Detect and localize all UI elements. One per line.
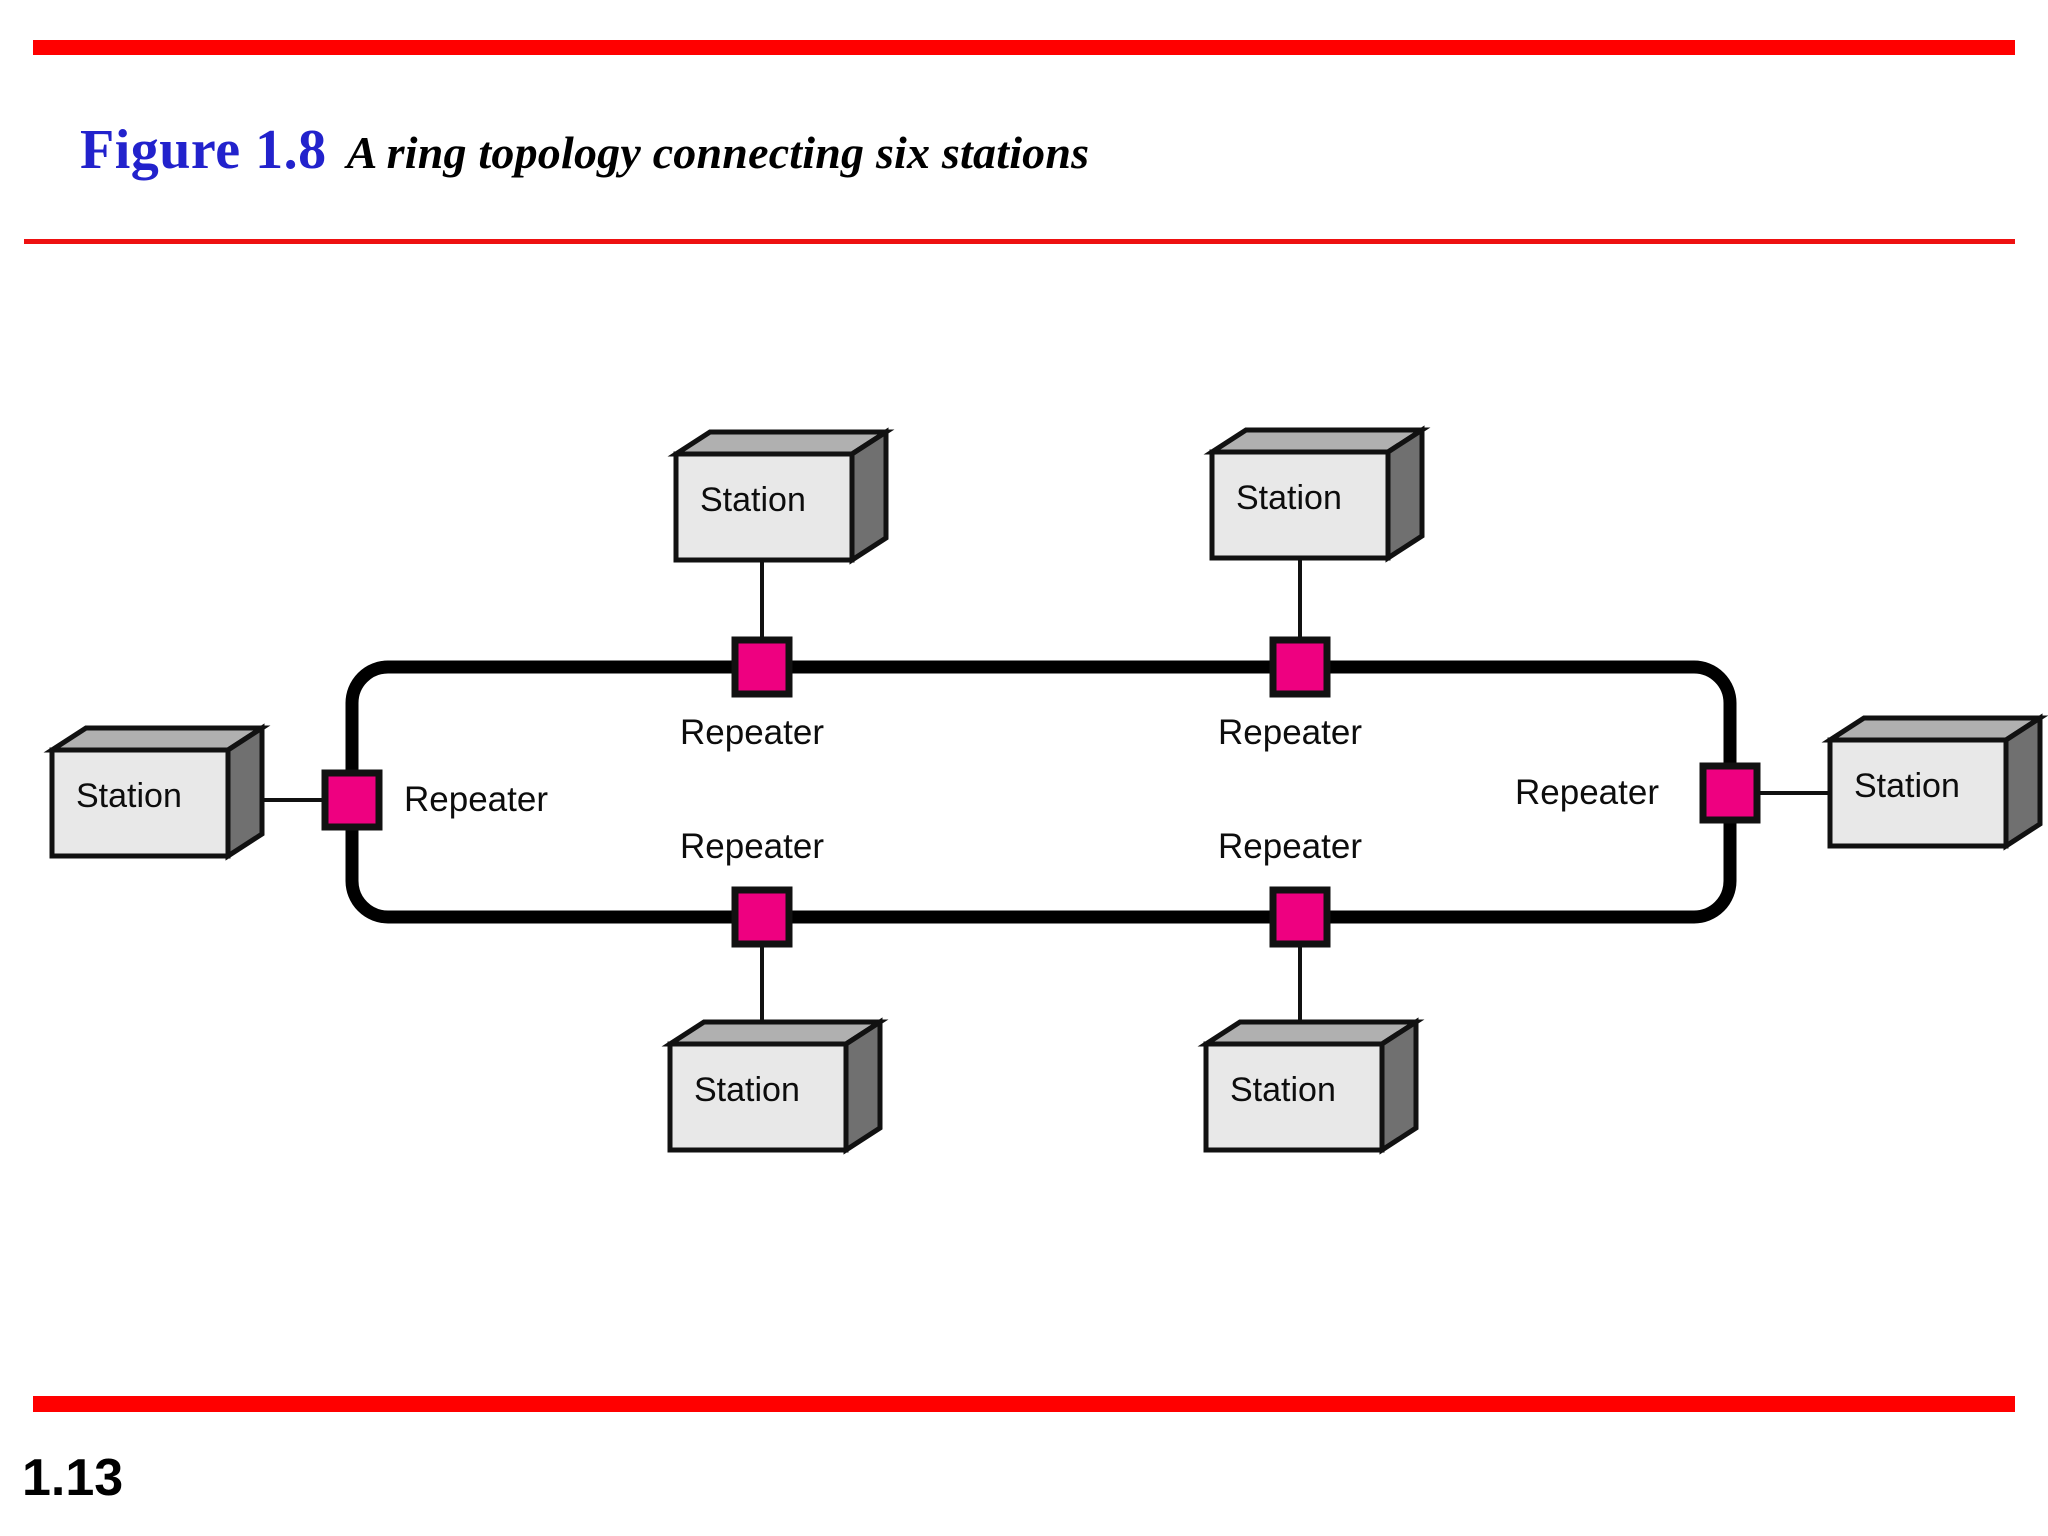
title-underline-rule [24, 239, 2015, 244]
figure-number: Figure 1.8 [80, 119, 327, 181]
station-label-top-left: Station [700, 481, 806, 519]
repeater-square-bottom-right [1269, 886, 1331, 948]
repeater-label-bottom-right: Repeater [1218, 827, 1362, 866]
repeater-square-top-right [1269, 636, 1331, 698]
station-label-bottom-left: Station [694, 1071, 800, 1109]
repeater-square-left [321, 769, 383, 831]
bottom-accent-rule [33, 1396, 2015, 1412]
station-label-left: Station [76, 777, 182, 815]
page-number: 1.13 [22, 1449, 124, 1507]
figure-caption: A ring topology connecting six stations [346, 127, 1090, 178]
repeater-label-right: Repeater [1515, 773, 1659, 812]
repeater-square-bottom-left [731, 886, 793, 948]
station-label-top-right: Station [1236, 479, 1342, 517]
page-title: Figure 1.8 A ring topology connecting six… [80, 118, 1089, 182]
repeater-label-left: Repeater [404, 780, 548, 819]
top-accent-rule [33, 40, 2015, 55]
repeater-label-bottom-left: Repeater [680, 827, 824, 866]
repeater-label-top-right: Repeater [1218, 713, 1362, 752]
station-label-bottom-right: Station [1230, 1071, 1336, 1109]
repeater-label-top-left: Repeater [680, 713, 824, 752]
station-label-right: Station [1854, 767, 1960, 805]
repeater-square-right [1699, 762, 1761, 824]
repeater-square-top-left [731, 636, 793, 698]
